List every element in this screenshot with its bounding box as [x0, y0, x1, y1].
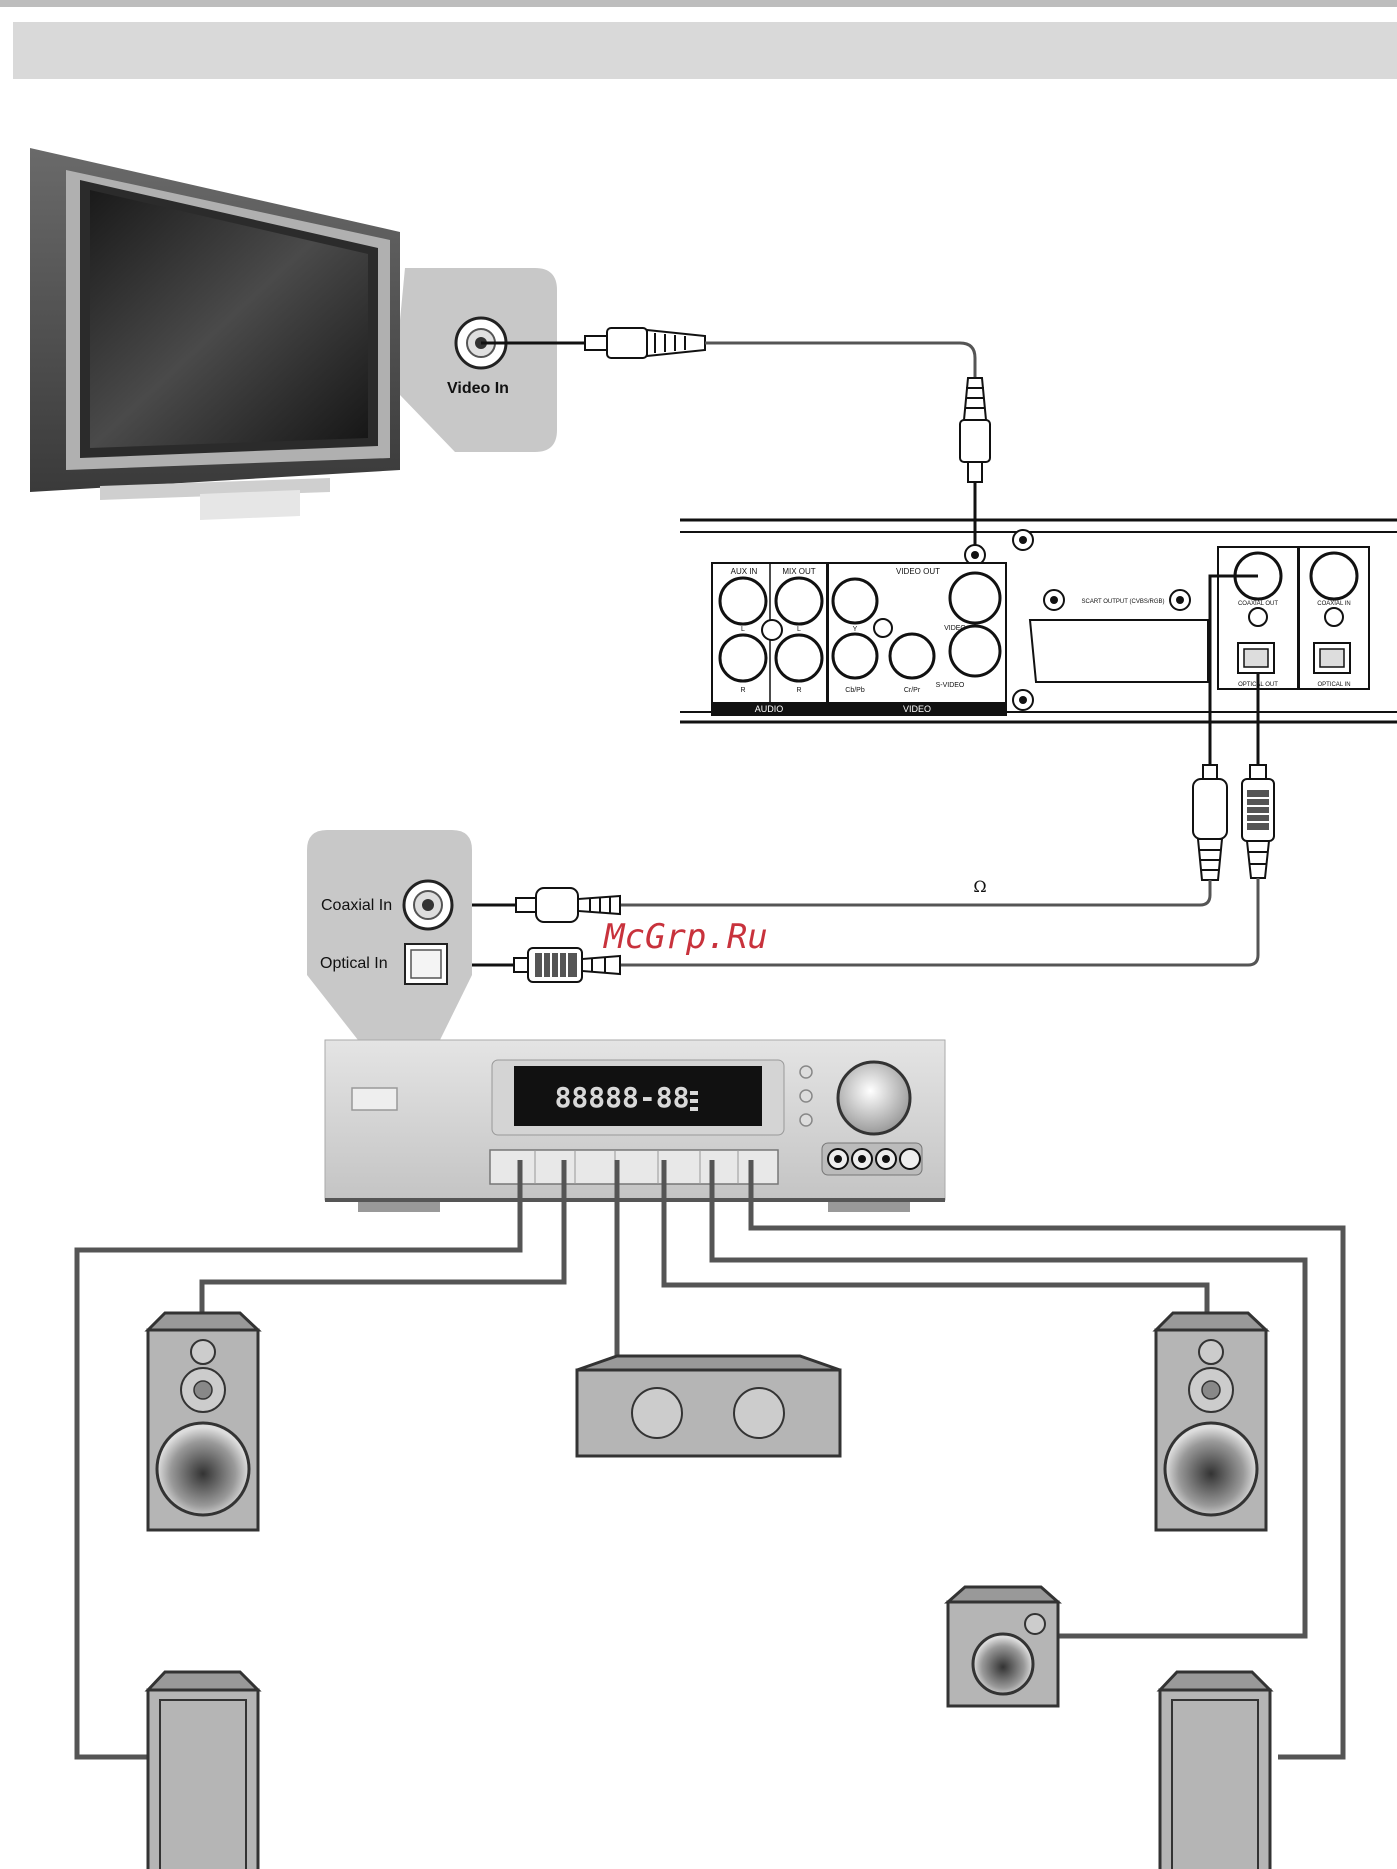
rca-plug-horizontal	[585, 328, 705, 358]
flat-panel-tv	[30, 148, 400, 520]
aux-right-label: R	[740, 687, 745, 694]
scart-label: SCART OUTPUT (CVBS/RGB)	[1081, 599, 1164, 605]
av-receiver: 88888-88	[325, 1040, 945, 1212]
dvd-svideo-jack	[950, 626, 1000, 676]
coaxial-out-label: COAXIAL OUT	[1238, 601, 1278, 607]
impedance-symbol: Ω	[973, 877, 986, 896]
front-right-speaker	[1156, 1313, 1266, 1530]
dvd-video-out-jack	[950, 573, 1000, 623]
optical-plug-vertical	[1242, 765, 1274, 878]
receiver-optical-in-label: Optical In	[320, 955, 388, 972]
speaker-wires	[77, 1160, 1343, 1757]
volume-knob	[838, 1062, 910, 1134]
dvd-rear-panel: AUDIO AUX IN MIX OUT L R L R VIDEO VIDEO…	[680, 520, 1397, 722]
rear-right-speaker	[1160, 1672, 1270, 1869]
receiver-display-text: 88888-88	[555, 1081, 690, 1114]
tv-video-in-label: Video In	[447, 380, 509, 397]
receiver-input-callout: Coaxial In Optical In	[307, 830, 472, 1040]
cbpb-label: Cb/Pb	[845, 687, 865, 694]
video-jack-label: VIDEO	[944, 625, 966, 632]
aux-left-label: L	[741, 626, 745, 633]
receiver-coaxial-in-label: Coaxial In	[321, 897, 392, 914]
rca-plug-vertical	[960, 378, 990, 482]
watermark: McGrp.Ru	[603, 917, 768, 957]
audio-group-label: AUDIO	[755, 704, 784, 714]
aux-in-label: AUX IN	[731, 567, 758, 576]
tv-video-in-callout: Video In	[400, 268, 557, 452]
scart-connector	[1030, 620, 1208, 682]
front-left-speaker	[148, 1313, 258, 1530]
video-cable	[481, 328, 990, 585]
y-label: Y	[853, 626, 858, 633]
mix-out-label: MIX OUT	[782, 567, 815, 576]
mix-left-label: L	[797, 626, 801, 633]
video-out-label: VIDEO OUT	[896, 567, 940, 576]
crpr-label: Cr/Pr	[904, 687, 921, 694]
subwoofer	[948, 1587, 1058, 1706]
optical-in-label: OPTICAL IN	[1317, 682, 1350, 688]
coaxial-in-label: COAXIAL IN	[1317, 601, 1350, 607]
svideo-label: S-VIDEO	[936, 682, 965, 689]
coaxial-plug-vertical	[1193, 765, 1227, 880]
mix-right-label: R	[796, 687, 801, 694]
header-bar	[13, 22, 1397, 79]
center-speaker	[577, 1356, 840, 1456]
video-group-label: VIDEO	[903, 704, 931, 714]
rear-left-speaker	[148, 1672, 258, 1869]
top-rule	[0, 0, 1397, 7]
